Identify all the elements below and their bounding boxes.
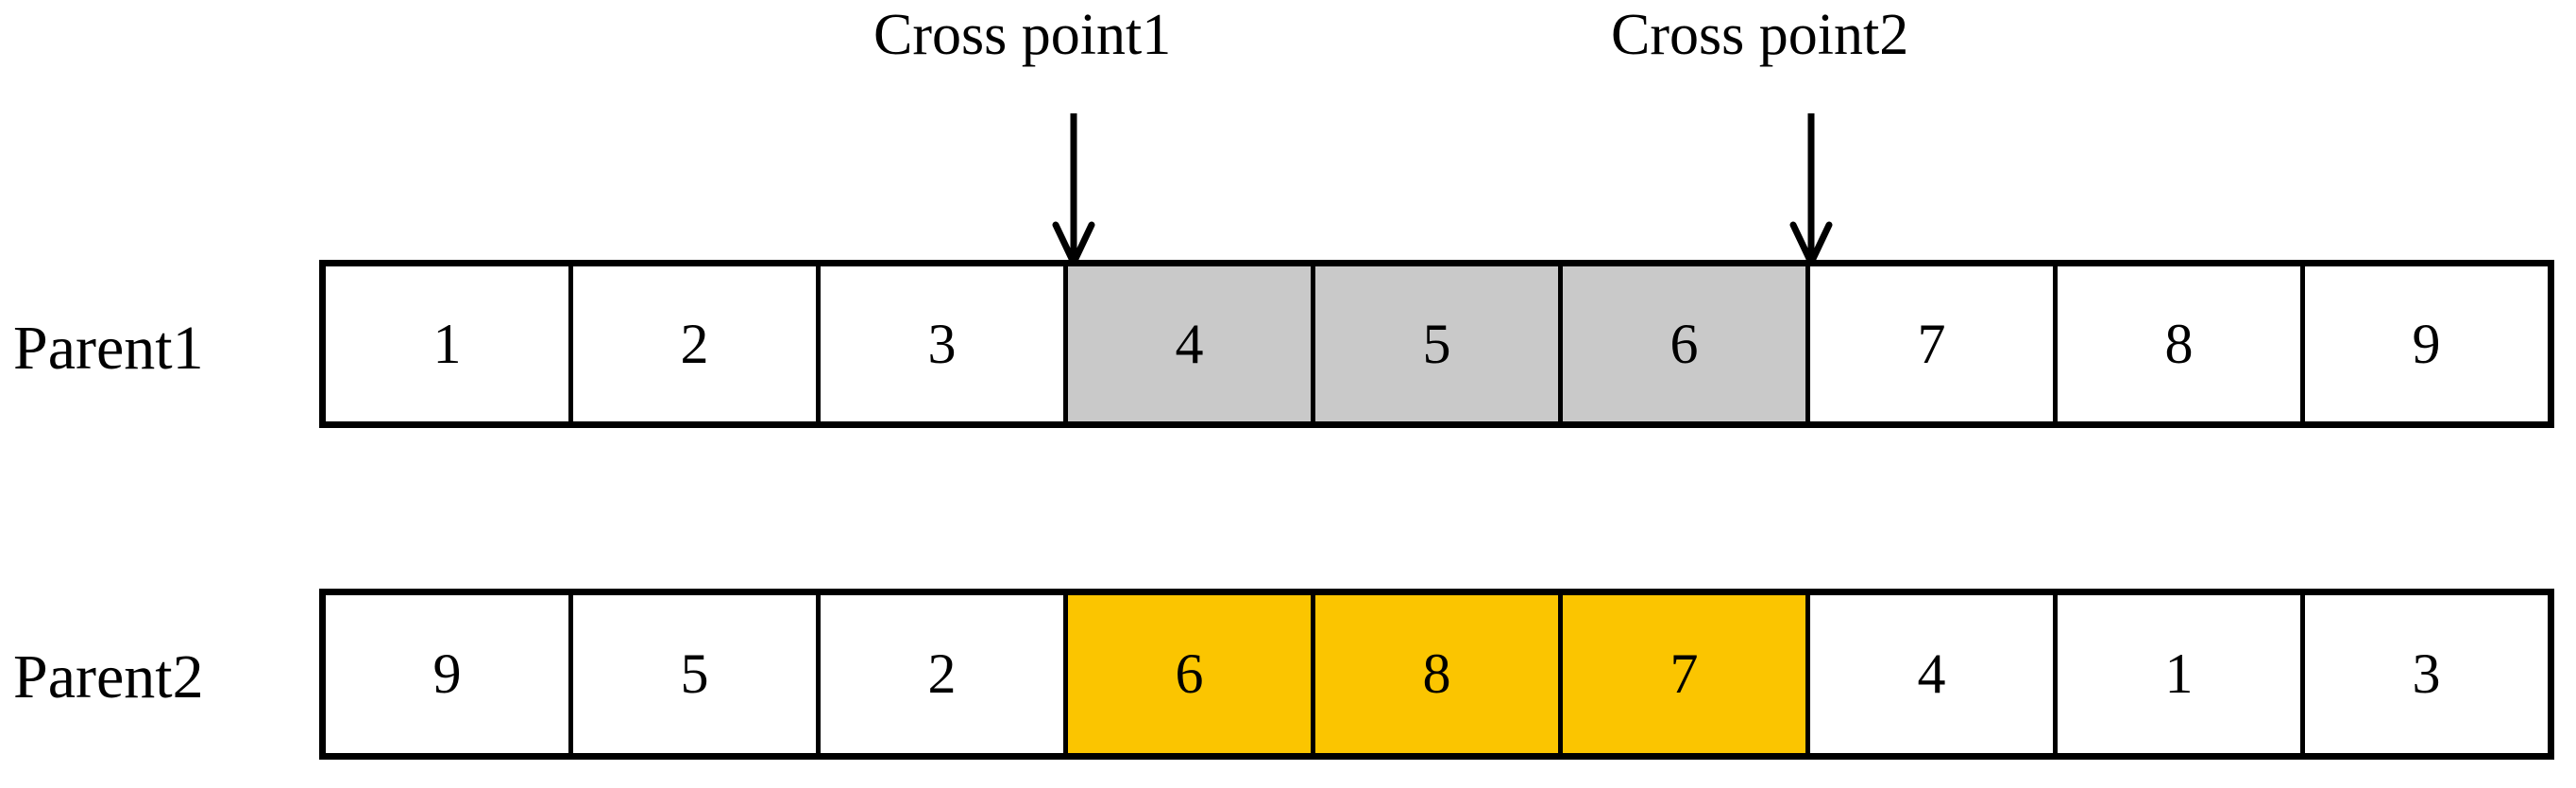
parent1-gene-8[interactable]: 8 [2058,266,2305,421]
parent1-row-label: Parent1 [13,314,204,383]
cross-point-2-label: Cross point2 [1611,3,1909,67]
parent2-row-label: Parent2 [13,642,204,711]
parent1-gene-7[interactable]: 7 [1810,266,2058,421]
parent1-gene-5[interactable]: 5 [1315,266,1563,421]
parent2-gene-1[interactable]: 9 [326,595,573,753]
parent2-gene-5[interactable]: 8 [1315,595,1563,753]
cross-point-1-label: Cross point1 [873,3,1172,67]
parent1-gene-9[interactable]: 9 [2305,266,2548,421]
parent2-gene-9[interactable]: 3 [2305,595,2548,753]
parent2-gene-7[interactable]: 4 [1810,595,2058,753]
cross-point-2-annotation: Cross point2 [0,0,2576,271]
down-arrow-icon [1789,113,1833,271]
parent1-gene-3[interactable]: 3 [821,266,1068,421]
parent1-gene-4[interactable]: 4 [1068,266,1315,421]
parent2-gene-4[interactable]: 6 [1068,595,1315,753]
parent2-gene-6[interactable]: 7 [1563,595,1810,753]
cross-point-2-arrow [1783,113,1839,271]
parent2-gene-2[interactable]: 5 [573,595,821,753]
parent1-gene-1[interactable]: 1 [326,266,573,421]
parent1-chromosome: 1 2 3 4 5 6 7 8 9 [319,260,2554,428]
parent2-gene-3[interactable]: 2 [821,595,1068,753]
parent1-gene-2[interactable]: 2 [573,266,821,421]
parent2-chromosome: 9 5 2 6 8 7 4 1 3 [319,589,2554,760]
parent2-gene-8[interactable]: 1 [2058,595,2305,753]
parent1-gene-6[interactable]: 6 [1563,266,1810,421]
